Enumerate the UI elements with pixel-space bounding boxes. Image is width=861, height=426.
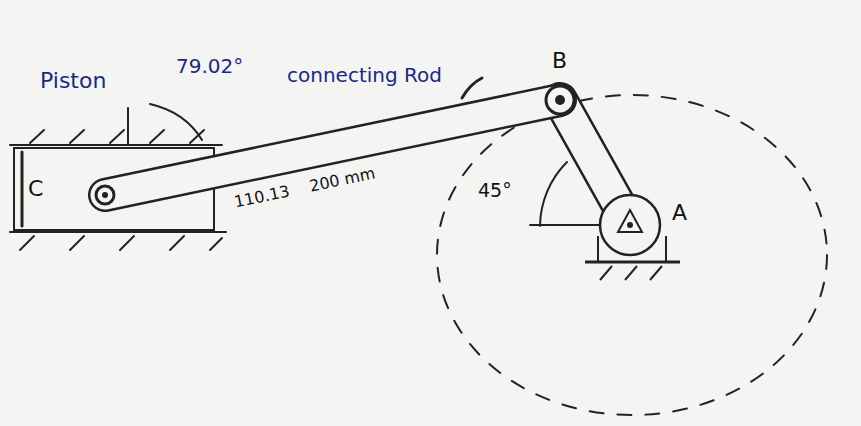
point-label: A: [672, 200, 687, 225]
pivot-dot: [627, 222, 633, 228]
point-label: C: [28, 176, 43, 201]
angle-mark: [150, 104, 202, 140]
crank-hub: [600, 195, 660, 255]
dimension: 110.13: [233, 182, 292, 211]
crank-pin: [546, 86, 574, 114]
pen-mark: [127, 108, 129, 145]
crank-path-circle: [437, 95, 827, 415]
point-label: B: [552, 48, 567, 73]
cylinder-top-wall: [10, 144, 222, 146]
angle-arc: [462, 78, 482, 98]
piston-face: [21, 152, 24, 226]
angle-arc: [540, 162, 567, 226]
pin-dot: [555, 95, 565, 105]
gudgeon-pin: [96, 186, 114, 204]
angle-value: 45°: [478, 180, 512, 202]
pin-dot: [102, 192, 108, 198]
angle-value: 79.02°: [176, 55, 243, 78]
pivot-symbol: [618, 210, 642, 232]
cylinder-bottom-wall: [10, 231, 226, 233]
dimension: 200 mm: [307, 164, 376, 196]
part-name: Piston: [40, 68, 106, 93]
part-name: connecting Rod: [282, 64, 447, 87]
